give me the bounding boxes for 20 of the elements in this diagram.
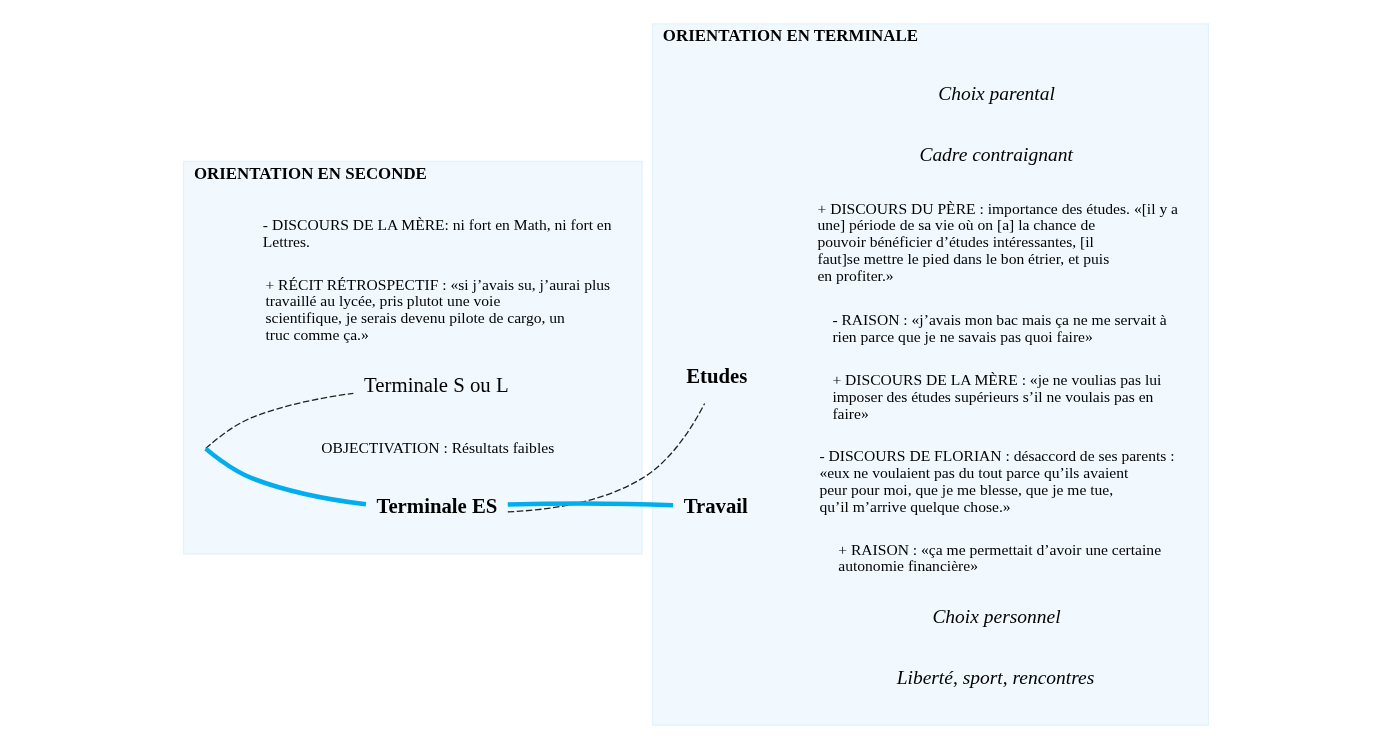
connector — [204, 392, 354, 450]
connector — [203, 446, 366, 507]
label: - DISCOURS DE FLORIAN : désaccord de ses parents : «eux ne voulaient pas du tout parce qu’ils avaient peur pour moi, que je me blesse, que je me tue, qu’il m’arrive quelque chose.» — [818, 447, 1175, 515]
label: + RAISON : «ça me permettait d’avoir une certaine autonomie financière» — [837, 540, 1161, 575]
node-text: Etudes — [685, 364, 747, 388]
label: Liberté, sport, rencontres — [896, 667, 1094, 689]
label: + RÉCIT RÉTROSPECTIF : «si j’avais su, j’aurai plus travaillé au lycée, pris plutot une voie scientifique, je serais devenu pilote de cargo, un truc comme ça.» — [264, 275, 610, 344]
label: + DISCOURS DU PÈRE : importance des études. «[il y a une] période de sa vie où on [a] la chance de pouvoir bénéficier d’études intéressantes, [il faut]se mettre le pied dans le bon étrier, et puis en profiter.» — [816, 199, 1178, 285]
label: - DISCOURS DE LA MÈRE: ni fort en Math, ni fort en Lettres. — [262, 215, 612, 250]
node-text: Travail — [683, 494, 748, 518]
label: Choix personnel — [931, 606, 1061, 628]
connector — [506, 402, 705, 513]
node-text: Terminale S ou L — [363, 373, 509, 397]
node-text: Terminale ES — [375, 494, 497, 518]
label: - RAISON : «j’avais mon bac mais ça ne me servait à rien parce que je ne savais pas quoi faire» — [831, 310, 1167, 345]
connector — [507, 501, 673, 508]
label: Choix parental — [937, 82, 1055, 104]
label: OBJECTIVATION : Résultats faibles — [320, 438, 554, 456]
label: Cadre contraignant — [918, 143, 1073, 165]
label: + DISCOURS DE LA MÈRE : «je ne voulias pas lui imposer des études supérieurs s’il ne voulais pas en faire» — [831, 371, 1161, 422]
